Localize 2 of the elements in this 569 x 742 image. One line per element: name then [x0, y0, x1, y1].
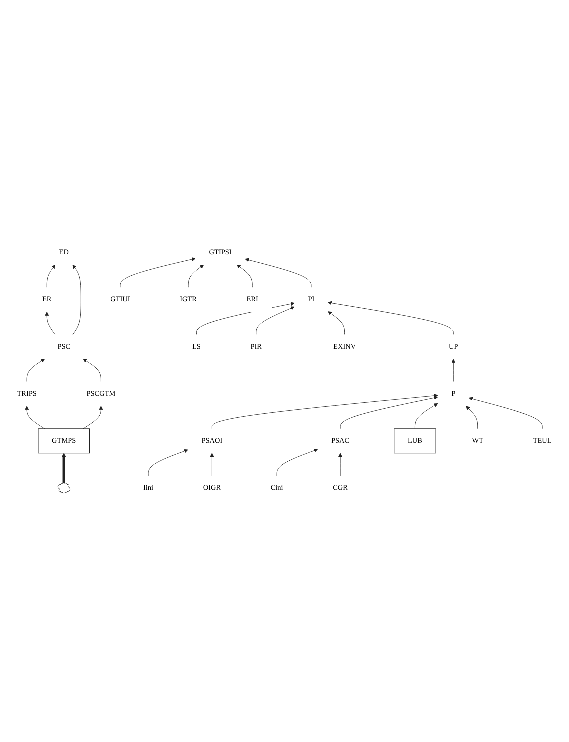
node-cloud	[58, 484, 71, 494]
arrow	[62, 454, 66, 484]
